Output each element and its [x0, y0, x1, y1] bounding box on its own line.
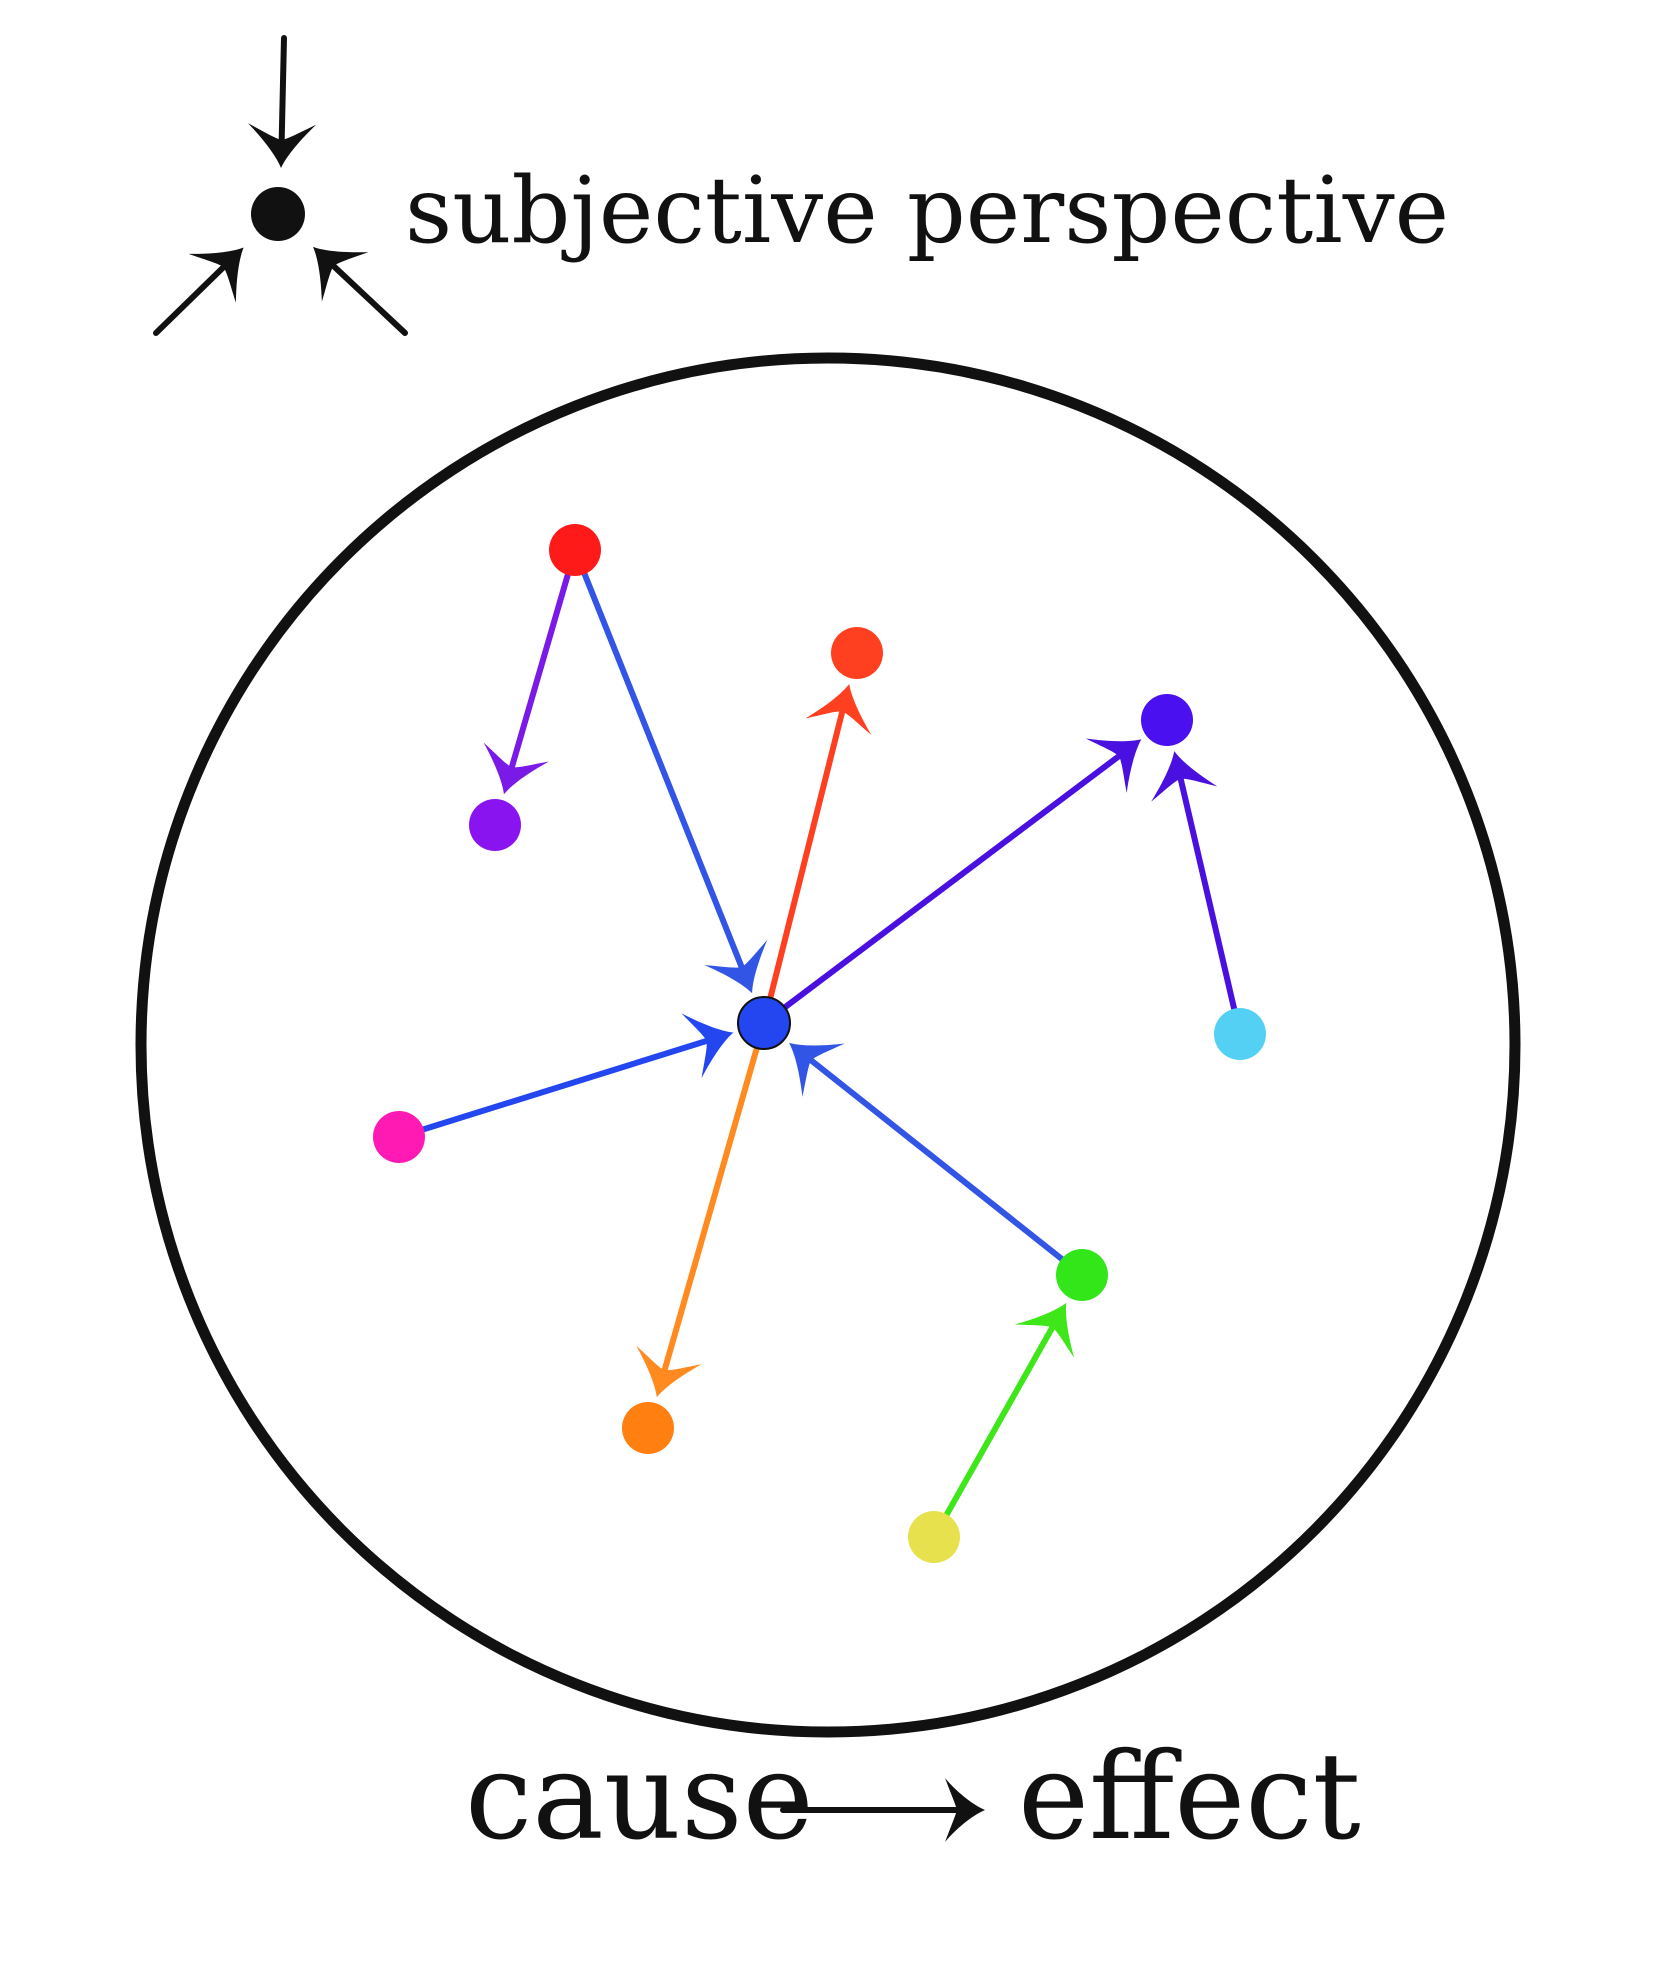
edge-green-to-center-blue-arrowhead	[789, 1042, 845, 1097]
node-group	[373, 524, 1266, 1563]
caption-cause: cause	[465, 1728, 814, 1867]
node-red	[549, 524, 601, 576]
node-magenta	[373, 1111, 425, 1163]
edge-light-blue-to-indigo-arrowhead	[1151, 751, 1218, 802]
edge-center-blue-to-orange-red-line	[761, 700, 848, 1026]
edge-magenta-to-center-blue-line	[396, 1035, 718, 1140]
node-purple	[469, 799, 521, 851]
edge-center-blue-to-orange-arrowhead	[636, 1345, 702, 1398]
caption-arrow-head	[945, 1778, 985, 1842]
caption-arrow-icon	[780, 1778, 985, 1842]
legend-arrow-top-line	[278, 35, 287, 152]
edge-center-blue-to-orange-line	[659, 1020, 767, 1382]
edge-yellow-to-green-arrowhead	[1015, 1302, 1075, 1358]
edge-yellow-to-green-line	[931, 1317, 1060, 1540]
legend-arrow-top-arrowhead	[248, 123, 317, 169]
edge-red-to-purple-arrowhead	[483, 742, 549, 795]
system-boundary-circle	[135, 352, 1521, 1738]
node-orange	[622, 1402, 674, 1454]
legend-arrow-right-line	[324, 257, 408, 336]
edge-center-blue-to-indigo-arrowhead	[1085, 738, 1142, 793]
edge-center-blue-to-indigo-line	[761, 748, 1129, 1026]
legend-arrow-left-arrowhead	[188, 247, 244, 303]
node-center-blue	[737, 996, 791, 1050]
edge-light-blue-to-indigo-line	[1175, 767, 1243, 1037]
caption-effect: effect	[1018, 1728, 1361, 1867]
subjective-perspective-symbol	[153, 35, 408, 336]
node-indigo	[1141, 694, 1193, 746]
node-light-blue	[1214, 1008, 1266, 1060]
edge-red-to-center-blue-arrowhead	[704, 939, 768, 994]
node-green	[1056, 1249, 1108, 1301]
edge-center-blue-to-orange-red-arrowhead	[805, 684, 872, 735]
node-orange-red	[831, 627, 883, 679]
edge-red-to-center-blue-line	[572, 547, 748, 978]
legend-arrow-left-line	[153, 258, 233, 336]
edge-green-to-center-blue-line	[801, 1052, 1085, 1278]
edge-group	[396, 547, 1243, 1540]
edge-magenta-to-center-blue-arrowhead	[681, 1013, 734, 1079]
node-yellow	[908, 1511, 960, 1563]
edge-red-to-purple-line	[506, 547, 578, 779]
legend-arrow-right-arrowhead	[313, 246, 369, 302]
legend-dot	[251, 187, 305, 241]
legend-label: subjective perspective	[405, 157, 1449, 264]
